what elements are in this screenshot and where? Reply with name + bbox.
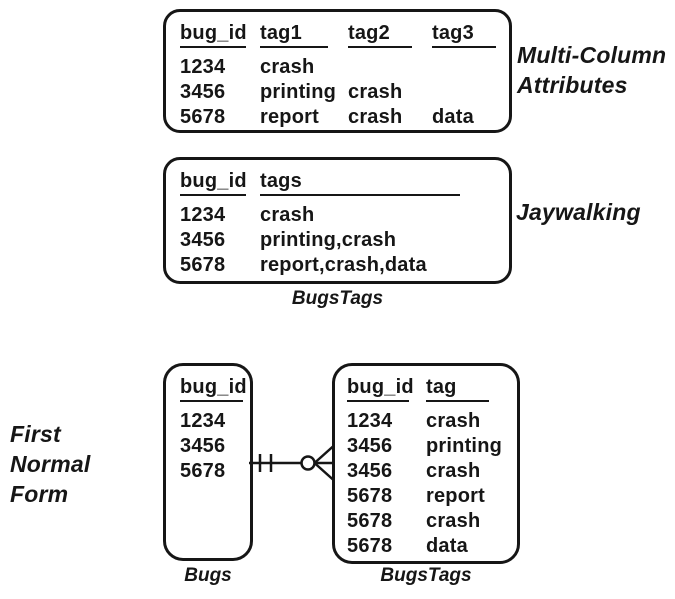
table-row: 1234 crash [180, 203, 509, 228]
table-cell: 3456 [180, 229, 226, 251]
bugs-box: bug_id 1234 3456 5678 [163, 363, 253, 561]
table-cell: 3456 [180, 435, 226, 457]
table-cell: printing,crash [260, 229, 397, 251]
table-row: 3456 printing crash [180, 80, 509, 105]
table-row: 3456 [180, 434, 250, 459]
column-header: tag2 [348, 22, 412, 48]
table-cell: report,crash,data [260, 254, 427, 276]
column-header: bug_id [180, 376, 247, 402]
table-cell: 3456 [347, 435, 393, 457]
table-cell [432, 80, 506, 105]
table-row: 1234 [180, 409, 250, 434]
table-row: 5678 report [347, 484, 517, 509]
table-body: 1234 3456 5678 [180, 409, 250, 484]
table-cell: crash [426, 460, 481, 482]
table-row: 5678 data [347, 534, 517, 559]
table-row: 3456 printing,crash [180, 228, 509, 253]
table-cell: report [426, 485, 485, 507]
column-header: bug_id [180, 22, 247, 48]
table-body: 1234 crash 3456 printing crash 5678 report cras… [180, 55, 509, 130]
table-cell: data [426, 535, 468, 557]
first-normal-form-label: First Normal Form [10, 419, 90, 509]
multi-column-attributes-label: Multi-Column Attributes [517, 40, 666, 100]
table-cell: 5678 [180, 254, 226, 276]
table-row: 3456 crash [347, 459, 517, 484]
label-line: First [10, 421, 61, 447]
table-cell: data [432, 106, 474, 128]
label-line: Multi-Column [517, 42, 667, 68]
table-cell [348, 55, 432, 80]
bugs-table: bug_id 1234 3456 5678 [180, 376, 250, 484]
table-row: 5678 [180, 459, 250, 484]
table-row: 1234 crash [347, 409, 517, 434]
table-header-row: bug_id tags [180, 170, 509, 196]
column-header: tag3 [432, 22, 496, 48]
table-cell: crash [348, 106, 403, 128]
table-row: 5678 report,crash,data [180, 253, 509, 278]
table-cell: 5678 [347, 485, 393, 507]
table-cell: 1234 [180, 204, 226, 226]
column-header: bug_id [180, 170, 247, 196]
table-cell: crash [348, 81, 403, 103]
table-cell: crash [260, 56, 315, 78]
label-line: Attributes [517, 72, 628, 98]
table-cell: 1234 [347, 410, 393, 432]
crow-foot-icon [313, 445, 335, 464]
table-cell: 5678 [180, 106, 226, 128]
column-header: tag1 [260, 22, 328, 48]
relationship-connector [249, 445, 335, 481]
table-header-row: bug_id tag [347, 376, 517, 402]
column-header: tags [260, 170, 460, 196]
label-line: Normal [10, 451, 91, 477]
label-line: Form [10, 481, 69, 507]
zero-circle-icon [300, 455, 316, 471]
multi-column-attributes-box: bug_id tag1 tag2 tag3 1234 crash 3456 printing c… [163, 9, 512, 133]
table-cell: report [260, 106, 319, 128]
table-row: 5678 crash [347, 509, 517, 534]
table-row: 1234 crash [180, 55, 509, 80]
table-cell: 3456 [347, 460, 393, 482]
table-body: 1234 crash 3456 printing,crash 5678 report,cr… [180, 203, 509, 278]
bugstags-caption: BugsTags [291, 288, 384, 309]
table-cell: printing [426, 435, 503, 457]
table-header-row: bug_id [180, 376, 250, 402]
table-cell: crash [426, 510, 481, 532]
multi-column-attributes-table: bug_id tag1 tag2 tag3 1234 crash 3456 printing c… [180, 22, 509, 130]
table-row: 3456 printing [347, 434, 517, 459]
crow-foot-icon [313, 462, 335, 481]
bugstags-1nf-caption: BugsTags [380, 565, 472, 586]
table-cell: 5678 [347, 510, 393, 532]
table-cell: printing [260, 81, 337, 103]
column-header: tag [426, 376, 489, 402]
table-cell: 1234 [180, 410, 226, 432]
table-cell [432, 55, 506, 80]
table-body: 1234 crash 3456 printing 3456 crash 5678 report… [347, 409, 517, 559]
table-cell: 1234 [180, 56, 226, 78]
bugs-caption: Bugs [184, 565, 232, 586]
table-cell: 5678 [347, 535, 393, 557]
table-cell: 5678 [180, 460, 226, 482]
column-header: bug_id [347, 376, 414, 402]
table-row: 5678 report crash data [180, 105, 509, 130]
table-cell: crash [260, 204, 315, 226]
jaywalking-label: Jaywalking [516, 199, 641, 225]
table-cell: crash [426, 410, 481, 432]
table-header-row: bug_id tag1 tag2 tag3 [180, 22, 509, 48]
table-cell: 3456 [180, 81, 226, 103]
